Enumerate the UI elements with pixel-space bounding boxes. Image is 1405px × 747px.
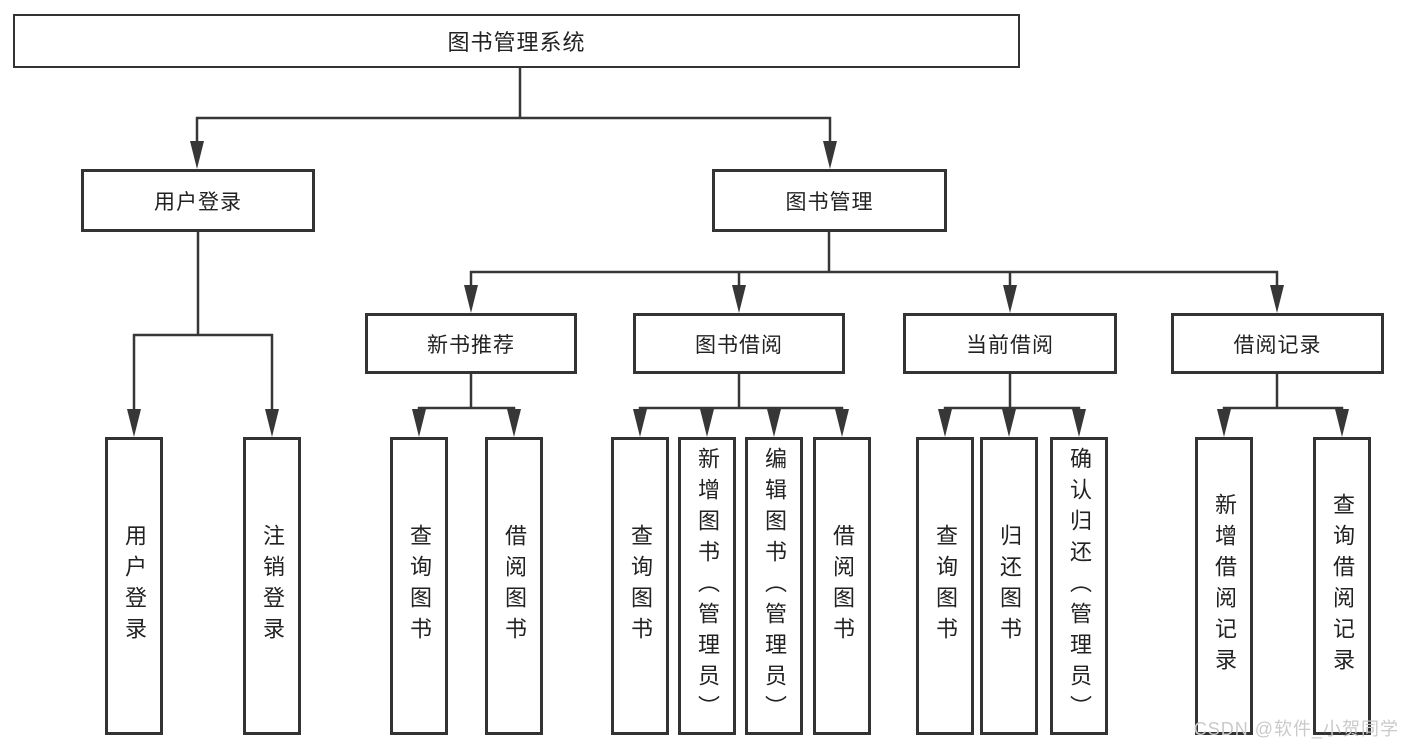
leaf-edit-books-admin: 编辑图书（管理员） xyxy=(745,437,803,735)
node-current-borrow: 当前借阅 xyxy=(903,313,1117,374)
leaf-query-books-borrow: 查询图书 xyxy=(611,437,669,735)
node-label: 图书管理 xyxy=(785,190,874,214)
leaf-label: 编辑图书（管理员） xyxy=(762,446,787,726)
leaf-query-borrow-record: 查询借阅记录 xyxy=(1313,437,1371,735)
node-user-login-branch: 用户登录 xyxy=(81,169,315,232)
leaf-label: 注销登录 xyxy=(260,524,285,648)
leaf-label: 用户登录 xyxy=(122,524,147,648)
node-label: 当前借阅 xyxy=(966,333,1054,357)
leaf-label: 查询图书 xyxy=(407,524,432,648)
node-book-management: 图书管理 xyxy=(712,169,947,232)
leaf-label: 新增借阅记录 xyxy=(1212,493,1237,679)
arrowheads xyxy=(127,141,1349,437)
leaf-label: 借阅图书 xyxy=(502,524,527,648)
node-label: 用户登录 xyxy=(154,190,242,214)
leaf-query-books-current: 查询图书 xyxy=(916,437,974,735)
leaf-label: 确认归还（管理员） xyxy=(1067,446,1092,726)
leaf-label: 新增图书（管理员） xyxy=(695,446,720,726)
node-label: 新书推荐 xyxy=(427,333,515,357)
leaf-label: 归还图书 xyxy=(997,524,1022,648)
leaf-label: 查询图书 xyxy=(628,524,653,648)
leaf-return-books: 归还图书 xyxy=(980,437,1038,735)
leaf-query-books-recommend: 查询图书 xyxy=(390,437,448,735)
leaf-label: 查询图书 xyxy=(933,524,958,648)
leaf-add-borrow-record: 新增借阅记录 xyxy=(1195,437,1253,735)
node-label: 图书借阅 xyxy=(695,333,783,357)
node-borrow-record: 借阅记录 xyxy=(1171,313,1384,374)
leaf-borrow-books-recommend: 借阅图书 xyxy=(485,437,543,735)
node-label: 图书管理系统 xyxy=(447,30,586,55)
leaf-user-login: 用户登录 xyxy=(105,437,163,735)
leaf-add-books-admin: 新增图书（管理员） xyxy=(678,437,736,735)
node-library-management-system: 图书管理系统 xyxy=(13,14,1020,68)
leaf-logout: 注销登录 xyxy=(243,437,301,735)
node-book-borrow: 图书借阅 xyxy=(633,313,845,374)
node-new-book-recommend: 新书推荐 xyxy=(365,313,577,374)
leaf-label: 查询借阅记录 xyxy=(1330,493,1355,679)
leaf-label: 借阅图书 xyxy=(830,524,855,648)
leaf-borrow-books: 借阅图书 xyxy=(813,437,871,735)
node-label: 借阅记录 xyxy=(1233,333,1322,357)
leaf-confirm-return-admin: 确认归还（管理员） xyxy=(1050,437,1108,735)
csdn-watermark: CSDN @软件_小贺同学 xyxy=(1193,719,1399,739)
